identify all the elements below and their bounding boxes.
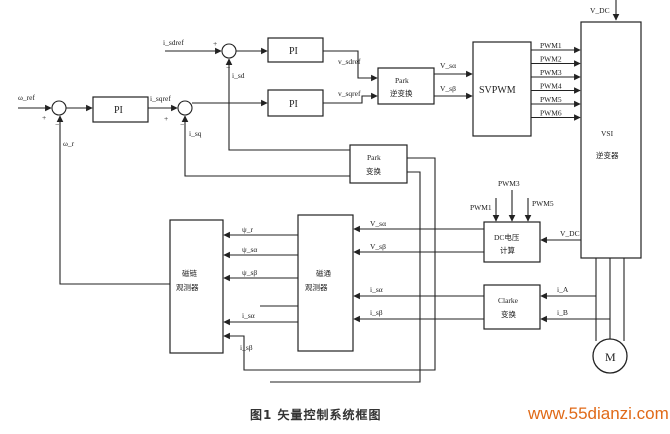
label-obs-v2: V_sβ — [370, 242, 386, 251]
label-vdc-in: V_DC — [560, 229, 580, 238]
svpwm-label: SVPWM — [479, 85, 516, 96]
flux-line1: 磁链 — [182, 268, 197, 278]
sign-speed-minus: − — [55, 120, 59, 129]
label-isd-fb: i_sd — [232, 71, 245, 80]
observer-line1: 磁通 — [316, 268, 331, 278]
sign-isd-plus: + — [213, 39, 217, 48]
sum-junction-speed — [51, 100, 67, 116]
label-pwm-in-right: PWM5 — [532, 199, 554, 208]
label-omega-ref: ω_ref — [18, 93, 36, 102]
clarke-line2: 变换 — [501, 309, 516, 319]
label-clarke-ia: i_A — [557, 285, 569, 294]
inverter-block — [580, 21, 642, 259]
pi-controller-mid — [267, 89, 324, 117]
dc-voltage-block — [483, 221, 541, 263]
label-flux-in-1: i_sα — [242, 311, 255, 320]
sum-junction-isq — [177, 100, 193, 116]
label-isd-ref: i_sdref — [163, 38, 184, 47]
dcm-line1: DC电压 — [494, 232, 520, 242]
pwm-label-4: PWM4 — [540, 82, 562, 91]
label-v-beta: V_sβ — [440, 84, 456, 93]
pi-controller-top — [267, 37, 324, 63]
sign-speed-plus: + — [42, 113, 46, 122]
park-line2: 变换 — [366, 166, 381, 176]
label-v-alpha: V_sα — [440, 61, 456, 70]
park-inv-line2: 逆变换 — [390, 88, 413, 98]
motor-label: M — [605, 350, 616, 364]
clarke-block — [483, 284, 541, 330]
label-pwm-in-left: PWM1 — [470, 203, 492, 212]
label-flux-in-2: i_sβ — [240, 343, 253, 352]
inverter-line1: VSI — [601, 129, 614, 138]
pi-mid-label: PI — [289, 99, 298, 110]
park-line1: Park — [367, 153, 381, 162]
pi-top-label: PI — [289, 46, 298, 57]
label-vsq-ref: v_sqref — [338, 89, 361, 98]
label-isq-ref: i_sqref — [150, 94, 171, 103]
sign-isq-minus: − — [180, 120, 184, 129]
sign-isd-minus: − — [226, 63, 230, 72]
label-obs-v1: V_sα — [370, 219, 386, 228]
sign-isq-plus: + — [164, 114, 168, 123]
pwm-label-1: PWM1 — [540, 41, 562, 50]
park-block — [349, 144, 408, 184]
label-obs-i1: i_sα — [370, 285, 383, 294]
label-flux-out-2: ψ_sα — [242, 245, 257, 254]
inverter-line2: 逆变器 — [596, 150, 619, 160]
pi-controller-speed — [92, 96, 149, 123]
figure-caption: 图1 矢量控制系统框图 — [250, 408, 382, 422]
wiring — [18, 0, 625, 383]
park-inv-line1: Park — [395, 76, 409, 85]
pwm-label-5: PWM5 — [540, 95, 562, 104]
label-vdc: V_DC — [590, 6, 610, 15]
label-isq-fb: i_sq — [189, 129, 202, 138]
label-flux-out-1: ψ_r — [242, 225, 253, 234]
label-obs-i2: i_sβ — [370, 308, 383, 317]
flux-line2: 观测器 — [176, 283, 199, 292]
site-watermark: www.55dianzi.com — [528, 404, 669, 423]
pi-speed-label: PI — [114, 105, 123, 116]
pwm-label-3: PWM3 — [540, 68, 562, 77]
flux-observer-block — [297, 214, 354, 352]
pwm-label-2: PWM2 — [540, 55, 562, 64]
svpwm-block — [472, 41, 532, 137]
label-clarke-ib: i_B — [557, 308, 568, 317]
pwm-label-6: PWM6 — [540, 109, 562, 118]
flux-calc-block — [169, 219, 224, 354]
park-inverse-block — [377, 67, 435, 105]
label-omega-fb: ω_r — [63, 139, 75, 148]
label-vsd-ref: v_sdref — [338, 57, 361, 66]
clarke-line1: Clarke — [498, 296, 519, 305]
label-flux-out-3: ψ_sβ — [242, 268, 257, 277]
dcm-line2: 计算 — [500, 245, 515, 255]
sum-junction-isd — [221, 43, 237, 59]
label-pwm-in-mid: PWM3 — [498, 179, 520, 188]
observer-line2: 观测器 — [305, 283, 328, 292]
